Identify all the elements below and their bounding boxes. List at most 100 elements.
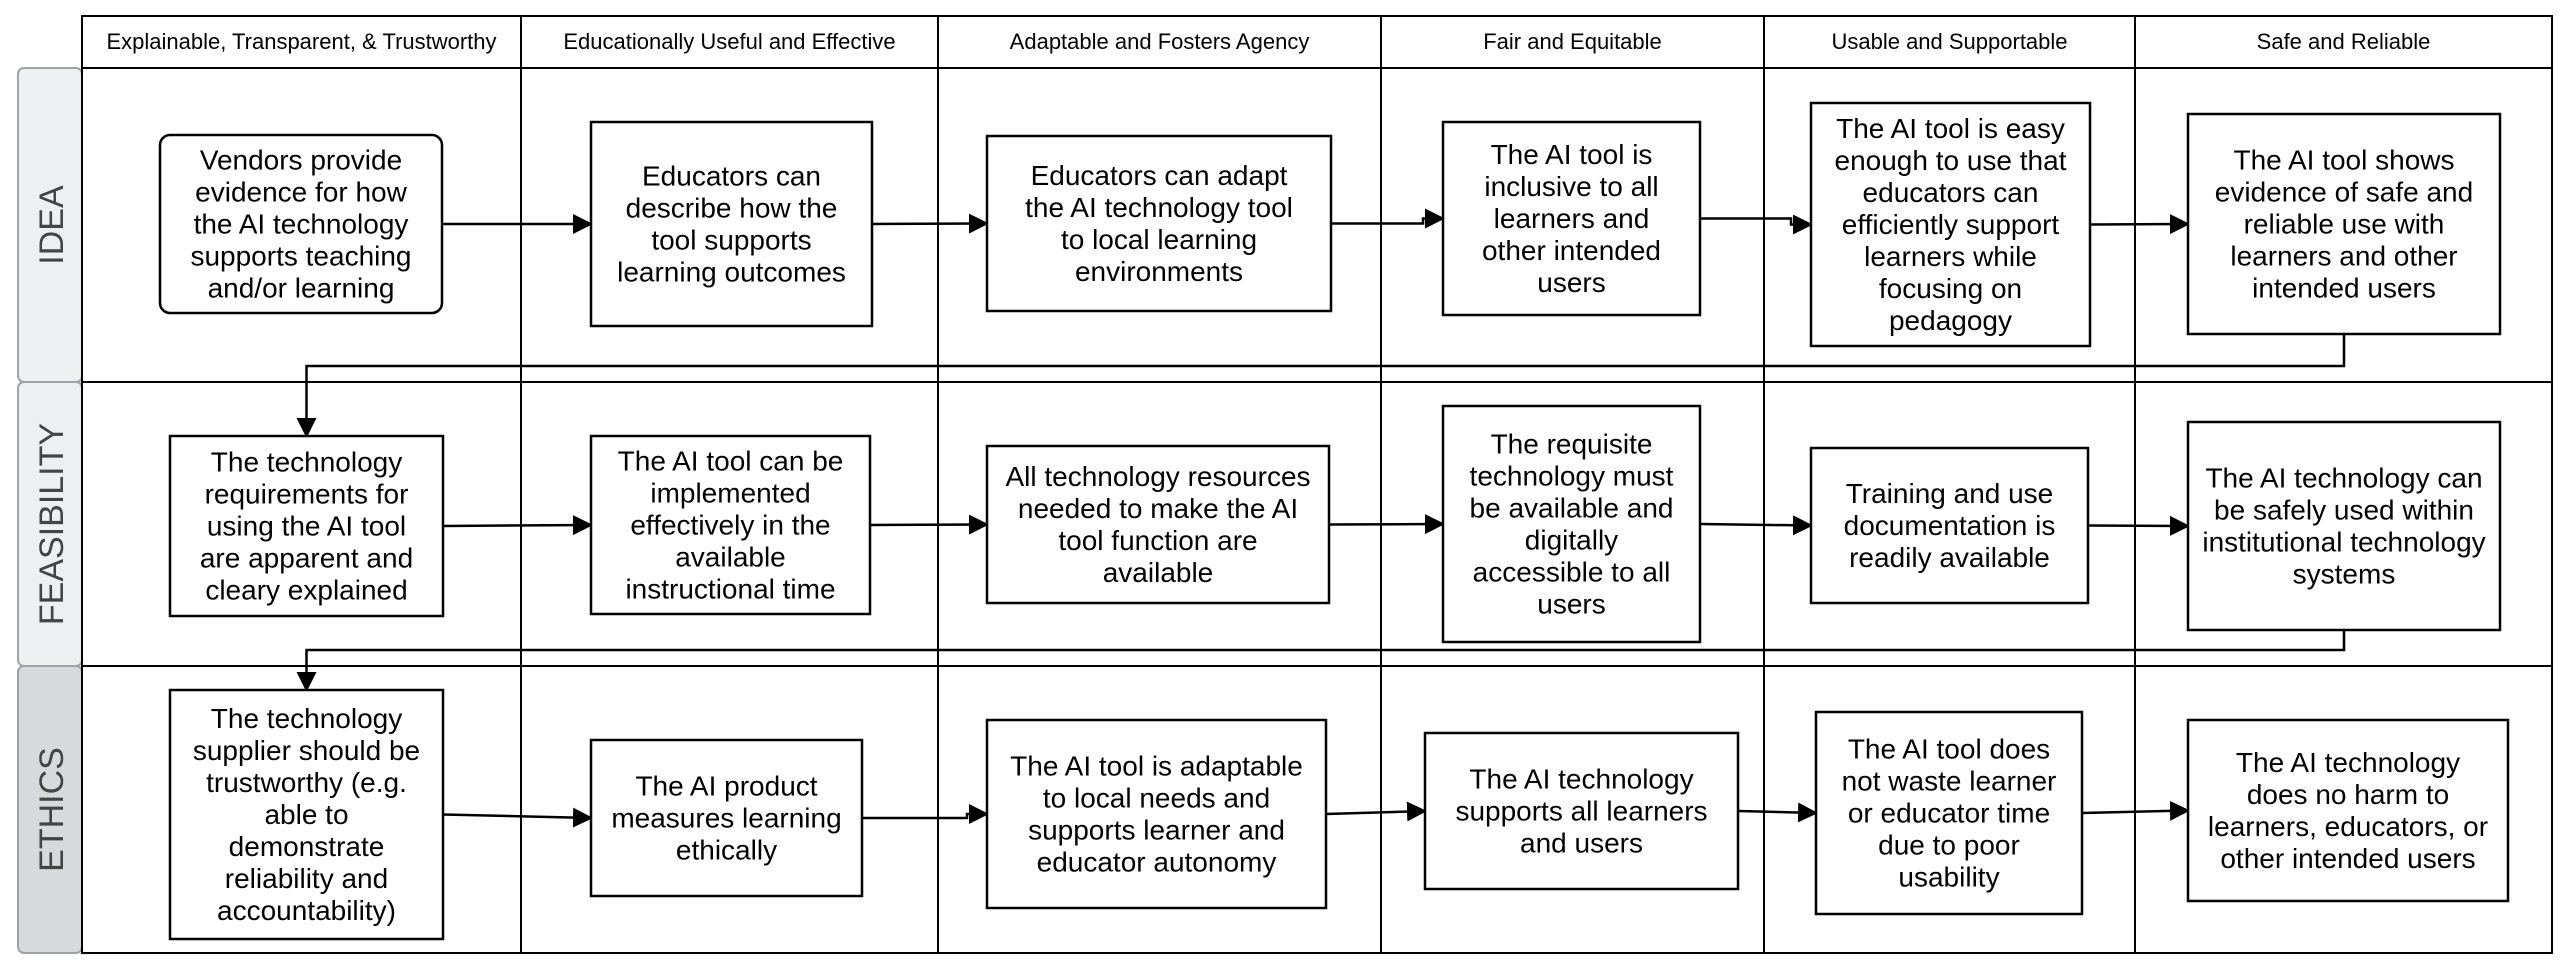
criterion-text-line: The AI technology can [2205, 462, 2482, 493]
flow-arrow [1328, 514, 1445, 535]
criterion-text-line: Training and use [1846, 478, 2054, 509]
flow-arrow [1325, 801, 1427, 822]
criterion-text-line: usability [1898, 861, 1999, 892]
flow-arrow [442, 807, 593, 828]
criterion-text-line: effectively in the [630, 509, 830, 540]
flow-arrow [296, 334, 2346, 438]
criterion-text-line: using the AI tool [207, 510, 406, 541]
criterion-text-line: The AI tool can be [618, 445, 844, 476]
flow-arrow [1700, 214, 1813, 235]
criterion-text-line: The technology [211, 446, 402, 477]
criterion-text-line: to local needs and [1043, 782, 1270, 813]
criterion-text-line: environments [1075, 256, 1243, 287]
flow-arrow [862, 804, 989, 824]
criterion-text-line: intended users [2252, 272, 2436, 303]
criterion-text-line: and users [1520, 827, 1643, 858]
criterion-text-line: users [1537, 588, 1605, 619]
column-header-3: Adaptable and Fosters Agency [1010, 29, 1310, 54]
flow-arrow [2089, 214, 2190, 235]
criterion-text-line: describe how the [626, 192, 838, 223]
criterion-text-line: The AI tool does [1848, 733, 2050, 764]
lane-label-ethics: ETHICS [33, 747, 71, 872]
flow-arrow [1737, 802, 1818, 823]
criterion-text-line: evidence of safe and [2215, 176, 2473, 207]
criterion-text-line: Educators can [642, 160, 821, 191]
criterion-text-line: are apparent and [200, 542, 413, 573]
column-header-2: Educationally Useful and Effective [563, 29, 895, 54]
criterion-text-line: supplier should be [193, 735, 420, 766]
criterion-text-line: learners, educators, or [2208, 811, 2488, 842]
criterion-text-line: implemented [650, 477, 810, 508]
column-header-5: Usable and Supportable [1831, 29, 2067, 54]
criterion-text-line: other intended [1482, 235, 1661, 266]
flow-arrow [1331, 208, 1445, 229]
criterion-text-line: focusing on [1879, 273, 2022, 304]
criterion-text-line: documentation is [1844, 510, 2056, 541]
criterion-text-line: instructional time [625, 573, 835, 604]
criterion-text-line: supports learner and [1028, 814, 1285, 845]
criterion-text-line: trustworthy (e.g. [206, 767, 407, 798]
criterion-text-line: The AI tool is [1491, 139, 1653, 170]
criterion-text-line: systems [2293, 558, 2396, 589]
criterion-text-line: digitally [1525, 524, 1618, 555]
criterion-text-line: learners and [1494, 203, 1650, 234]
criterion-text-line: available [1103, 557, 1214, 588]
criterion-text-line: The AI technology [1469, 763, 1693, 794]
criterion-text-line: learning outcomes [617, 256, 846, 287]
criterion-text-line: The AI product [635, 770, 817, 801]
criterion-text-line: educators can [1863, 177, 2039, 208]
flow-arrow [1699, 515, 1813, 536]
criterion-text-line: demonstrate [229, 831, 385, 862]
flow-arrow [869, 514, 989, 535]
criterion-text-line: learners while [1864, 241, 2037, 272]
criterion-text-line: pedagogy [1889, 305, 2012, 336]
criterion-text-line: measures learning [611, 802, 841, 833]
criterion-text-line: The AI tool is easy [1836, 113, 2065, 144]
criterion-text-line: be available and [1470, 492, 1674, 523]
criterion-text-line: other intended users [2220, 843, 2475, 874]
criterion-text-line: accessible to all [1473, 556, 1671, 587]
column-header-6: Safe and Reliable [2257, 29, 2431, 54]
criterion-text-line: The requisite [1491, 428, 1653, 459]
lane-label-idea: IDEA [33, 185, 71, 265]
criterion-text-line: Vendors provide [200, 144, 402, 175]
criterion-text-line: tool supports [651, 224, 811, 255]
flow-arrow [2081, 800, 2190, 821]
criterion-text-line: technology must [1470, 460, 1674, 491]
flow-arrow [296, 630, 2346, 692]
criterion-text-line: The technology [211, 703, 402, 734]
criterion-text-line: enough to use that [1835, 145, 2067, 176]
criterion-text-line: and/or learning [208, 272, 395, 303]
criterion-text-line: efficiently support [1842, 209, 2060, 240]
criterion-text-line: The AI tool is adaptable [1010, 750, 1303, 781]
criterion-text-line: the AI technology tool [1025, 192, 1293, 223]
grid-border [81, 15, 2553, 954]
column-header-1: Explainable, Transparent, & Trustworthy [106, 29, 496, 54]
criterion-text-line: Educators can adapt [1031, 160, 1288, 191]
criterion-text-line: to local learning [1061, 224, 1257, 255]
criterion-text-line: readily available [1849, 542, 2050, 573]
criterion-text-line: evidence for how [195, 176, 407, 207]
criterion-text-line: ethically [676, 834, 777, 865]
criterion-text-line: The AI technology [2236, 747, 2460, 778]
criterion-text-line: reliability and [225, 863, 388, 894]
criterion-text-line: does no harm to [2247, 779, 2449, 810]
criterion-text-line: reliable use with [2244, 208, 2445, 239]
criterion-text-line: able to [264, 799, 348, 830]
criterion-text-line: users [1537, 267, 1605, 298]
criterion-text-line: due to poor [1878, 829, 2020, 860]
